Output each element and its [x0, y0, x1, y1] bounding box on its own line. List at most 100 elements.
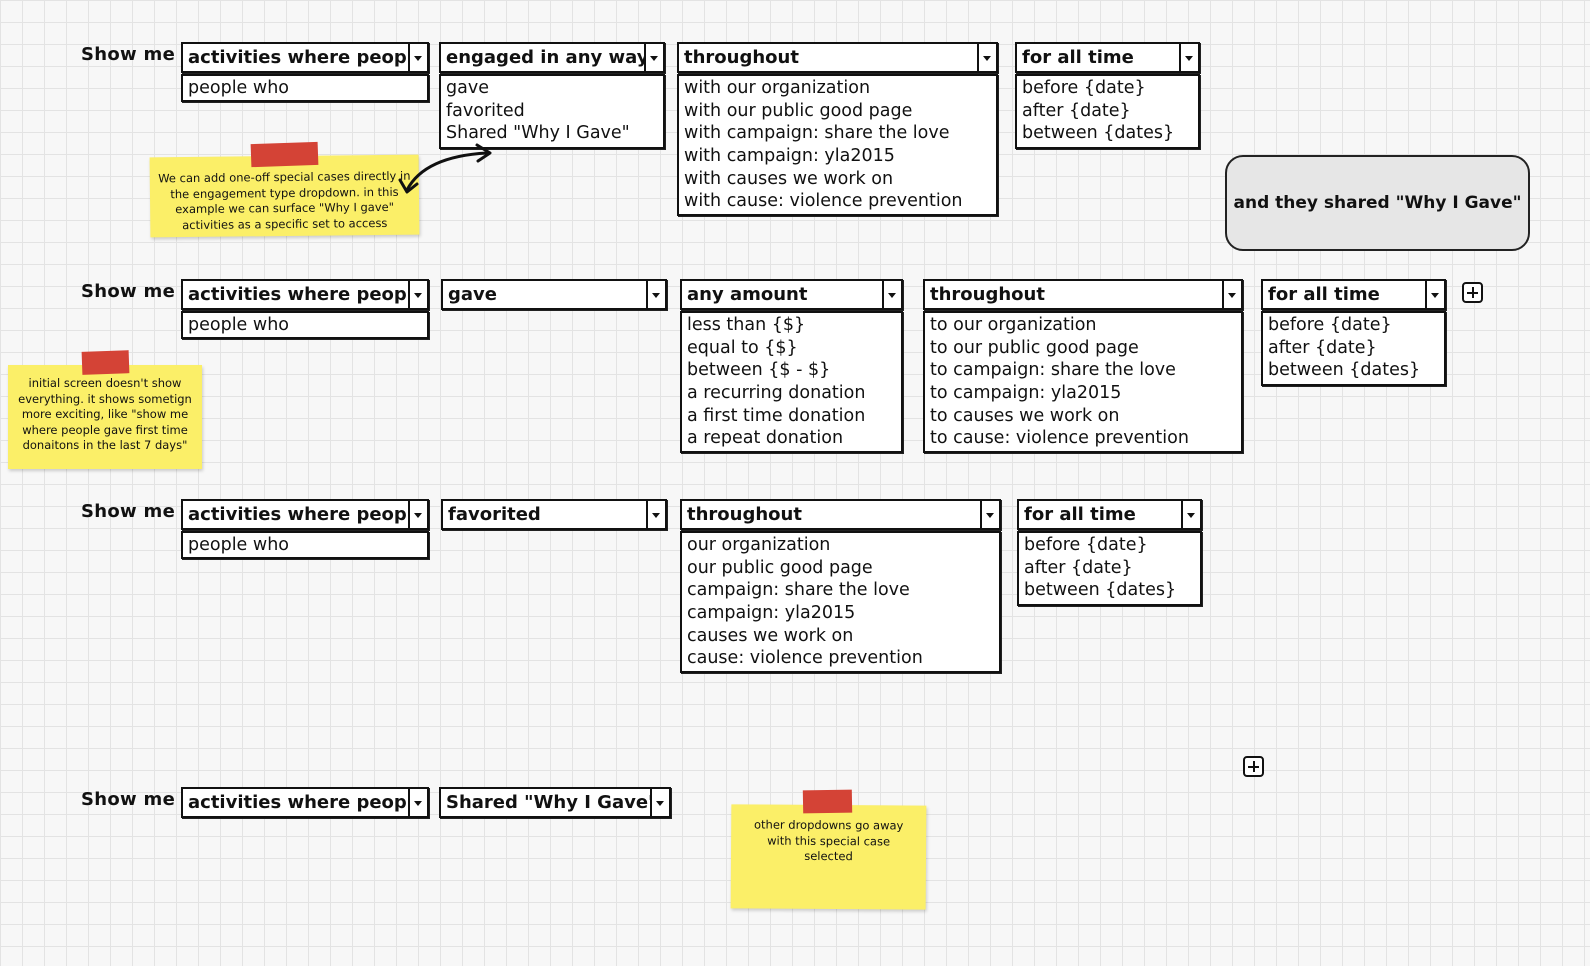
row3-engagement-dropdown[interactable]: favorited	[441, 499, 667, 530]
list-item[interactable]: favorited	[446, 100, 525, 121]
list-item[interactable]: with campaign: share the love	[684, 123, 950, 144]
sticky-note-initial-screen: initial screen doesn't show everything. …	[8, 365, 202, 469]
add-row-plus-icon[interactable]	[1243, 756, 1264, 777]
chevron-down-icon[interactable]	[882, 281, 901, 308]
row4-subject-value: activities where people	[188, 792, 426, 813]
row2-subject-dropdown[interactable]: activities where people	[181, 279, 429, 310]
list-item[interactable]: after {date}	[1024, 557, 1133, 578]
sticky-note-special-cases: We can add one-off special cases directl…	[149, 154, 420, 238]
list-item[interactable]: cause: violence prevention	[687, 648, 923, 669]
row2-subject-value: activities where people	[188, 284, 426, 305]
row2-amount-options: less than {$} equal to {$} between {$ - …	[680, 311, 903, 453]
shared-why-i-gave-callout: and they shared "Why I Gave"	[1225, 155, 1530, 251]
row4-engagement-value: Shared "Why I Gave"	[446, 792, 658, 813]
tape-icon	[802, 789, 853, 814]
chevron-down-icon[interactable]	[977, 44, 996, 71]
list-item[interactable]: between {dates}	[1022, 123, 1175, 144]
row4-subject-dropdown[interactable]: activities where people	[181, 787, 429, 818]
row2-time-value: for all time	[1268, 284, 1380, 305]
row3-scope-dropdown[interactable]: throughout	[680, 499, 1001, 530]
row2-scope-value: throughout	[930, 284, 1045, 305]
row3-time-dropdown[interactable]: for all time	[1017, 499, 1202, 530]
row3-scope-options: our organization our public good page ca…	[680, 531, 1001, 673]
add-row-plus-icon[interactable]	[1462, 282, 1483, 303]
list-item[interactable]: with causes we work on	[684, 168, 894, 189]
row3-engagement-value: favorited	[448, 504, 541, 525]
list-item[interactable]: with cause: violence prevention	[684, 191, 963, 212]
row3-subject-option[interactable]: people who	[181, 531, 429, 559]
chevron-down-icon[interactable]	[408, 44, 427, 71]
chevron-down-icon[interactable]	[644, 44, 663, 71]
row2-amount-dropdown[interactable]: any amount	[680, 279, 903, 310]
arrow-icon	[398, 143, 492, 194]
list-item[interactable]: before {date}	[1022, 78, 1146, 98]
chevron-down-icon[interactable]	[408, 281, 427, 308]
list-item[interactable]: gave	[446, 78, 489, 98]
list-item[interactable]: between {dates}	[1024, 580, 1177, 601]
row2-time-options: before {date} after {date} between {date…	[1261, 311, 1446, 386]
list-item[interactable]: before {date}	[1024, 535, 1148, 555]
row2-time-dropdown[interactable]: for all time	[1261, 279, 1446, 310]
row1-engagement-dropdown[interactable]: engaged in any way	[439, 42, 665, 73]
list-item[interactable]: with our public good page	[684, 100, 913, 121]
list-item[interactable]: equal to {$}	[687, 337, 798, 358]
sticky-note-dropdowns-go-away: other dropdowns go away with this specia…	[730, 804, 927, 910]
row3-time-value: for all time	[1024, 504, 1136, 525]
list-item[interactable]: before {date}	[1268, 315, 1392, 335]
row1-engagement-value: engaged in any way	[446, 47, 649, 68]
list-item[interactable]: to campaign: yla2015	[930, 383, 1122, 404]
list-item[interactable]: our public good page	[687, 557, 873, 578]
list-item[interactable]: less than {$}	[687, 315, 806, 335]
chevron-down-icon[interactable]	[1222, 281, 1241, 308]
list-item[interactable]: campaign: share the love	[687, 580, 910, 601]
row1-time-value: for all time	[1022, 47, 1134, 68]
row4-engagement-dropdown[interactable]: Shared "Why I Gave"	[439, 787, 671, 818]
row2-engagement-dropdown[interactable]: gave	[441, 279, 667, 310]
chevron-down-icon[interactable]	[980, 501, 999, 528]
row2-scope-dropdown[interactable]: throughout	[923, 279, 1243, 310]
chevron-down-icon[interactable]	[1425, 281, 1444, 308]
list-item[interactable]: after {date}	[1268, 337, 1377, 358]
row2-engagement-value: gave	[448, 284, 497, 305]
chevron-down-icon[interactable]	[646, 501, 665, 528]
list-item[interactable]: between {dates}	[1268, 360, 1421, 381]
list-item[interactable]: causes we work on	[687, 625, 854, 646]
list-item[interactable]: between {$ - $}	[687, 360, 831, 381]
list-item[interactable]: our organization	[687, 535, 831, 555]
row1-subject-option[interactable]: people who	[181, 74, 429, 102]
row2-show-me-label: Show me	[81, 281, 176, 302]
row1-show-me-label: Show me	[81, 44, 176, 65]
row1-scope-dropdown[interactable]: throughout	[677, 42, 998, 73]
row1-engagement-options: gave favorited Shared "Why I Gave"	[439, 74, 665, 149]
list-item[interactable]: with campaign: yla2015	[684, 146, 895, 167]
row3-show-me-label: Show me	[81, 501, 176, 522]
tape-icon	[81, 350, 130, 375]
list-item[interactable]: to campaign: share the love	[930, 360, 1176, 381]
chevron-down-icon[interactable]	[1179, 44, 1198, 71]
list-item[interactable]: to causes we work on	[930, 405, 1120, 426]
chevron-down-icon[interactable]	[408, 501, 427, 528]
chevron-down-icon[interactable]	[650, 789, 669, 816]
row4-show-me-label: Show me	[81, 789, 176, 810]
chevron-down-icon[interactable]	[1181, 501, 1200, 528]
chevron-down-icon[interactable]	[408, 789, 427, 816]
list-item[interactable]: Shared "Why I Gave"	[446, 123, 630, 144]
row2-subject-option[interactable]: people who	[181, 311, 429, 339]
row1-subject-value: activities where people	[188, 47, 426, 68]
list-item[interactable]: a recurring donation	[687, 383, 866, 404]
row3-subject-value: activities where people	[188, 504, 426, 525]
list-item[interactable]: with our organization	[684, 78, 871, 98]
row3-scope-value: throughout	[687, 504, 802, 525]
row3-subject-dropdown[interactable]: activities where people	[181, 499, 429, 530]
list-item[interactable]: to our public good page	[930, 337, 1139, 358]
row3-time-options: before {date} after {date} between {date…	[1017, 531, 1202, 606]
row1-time-dropdown[interactable]: for all time	[1015, 42, 1200, 73]
chevron-down-icon[interactable]	[646, 281, 665, 308]
list-item[interactable]: after {date}	[1022, 100, 1131, 121]
row1-subject-dropdown[interactable]: activities where people	[181, 42, 429, 73]
list-item[interactable]: to our organization	[930, 315, 1097, 335]
list-item[interactable]: to cause: violence prevention	[930, 428, 1189, 449]
list-item[interactable]: a first time donation	[687, 405, 866, 426]
list-item[interactable]: campaign: yla2015	[687, 603, 856, 624]
list-item[interactable]: a repeat donation	[687, 428, 844, 449]
